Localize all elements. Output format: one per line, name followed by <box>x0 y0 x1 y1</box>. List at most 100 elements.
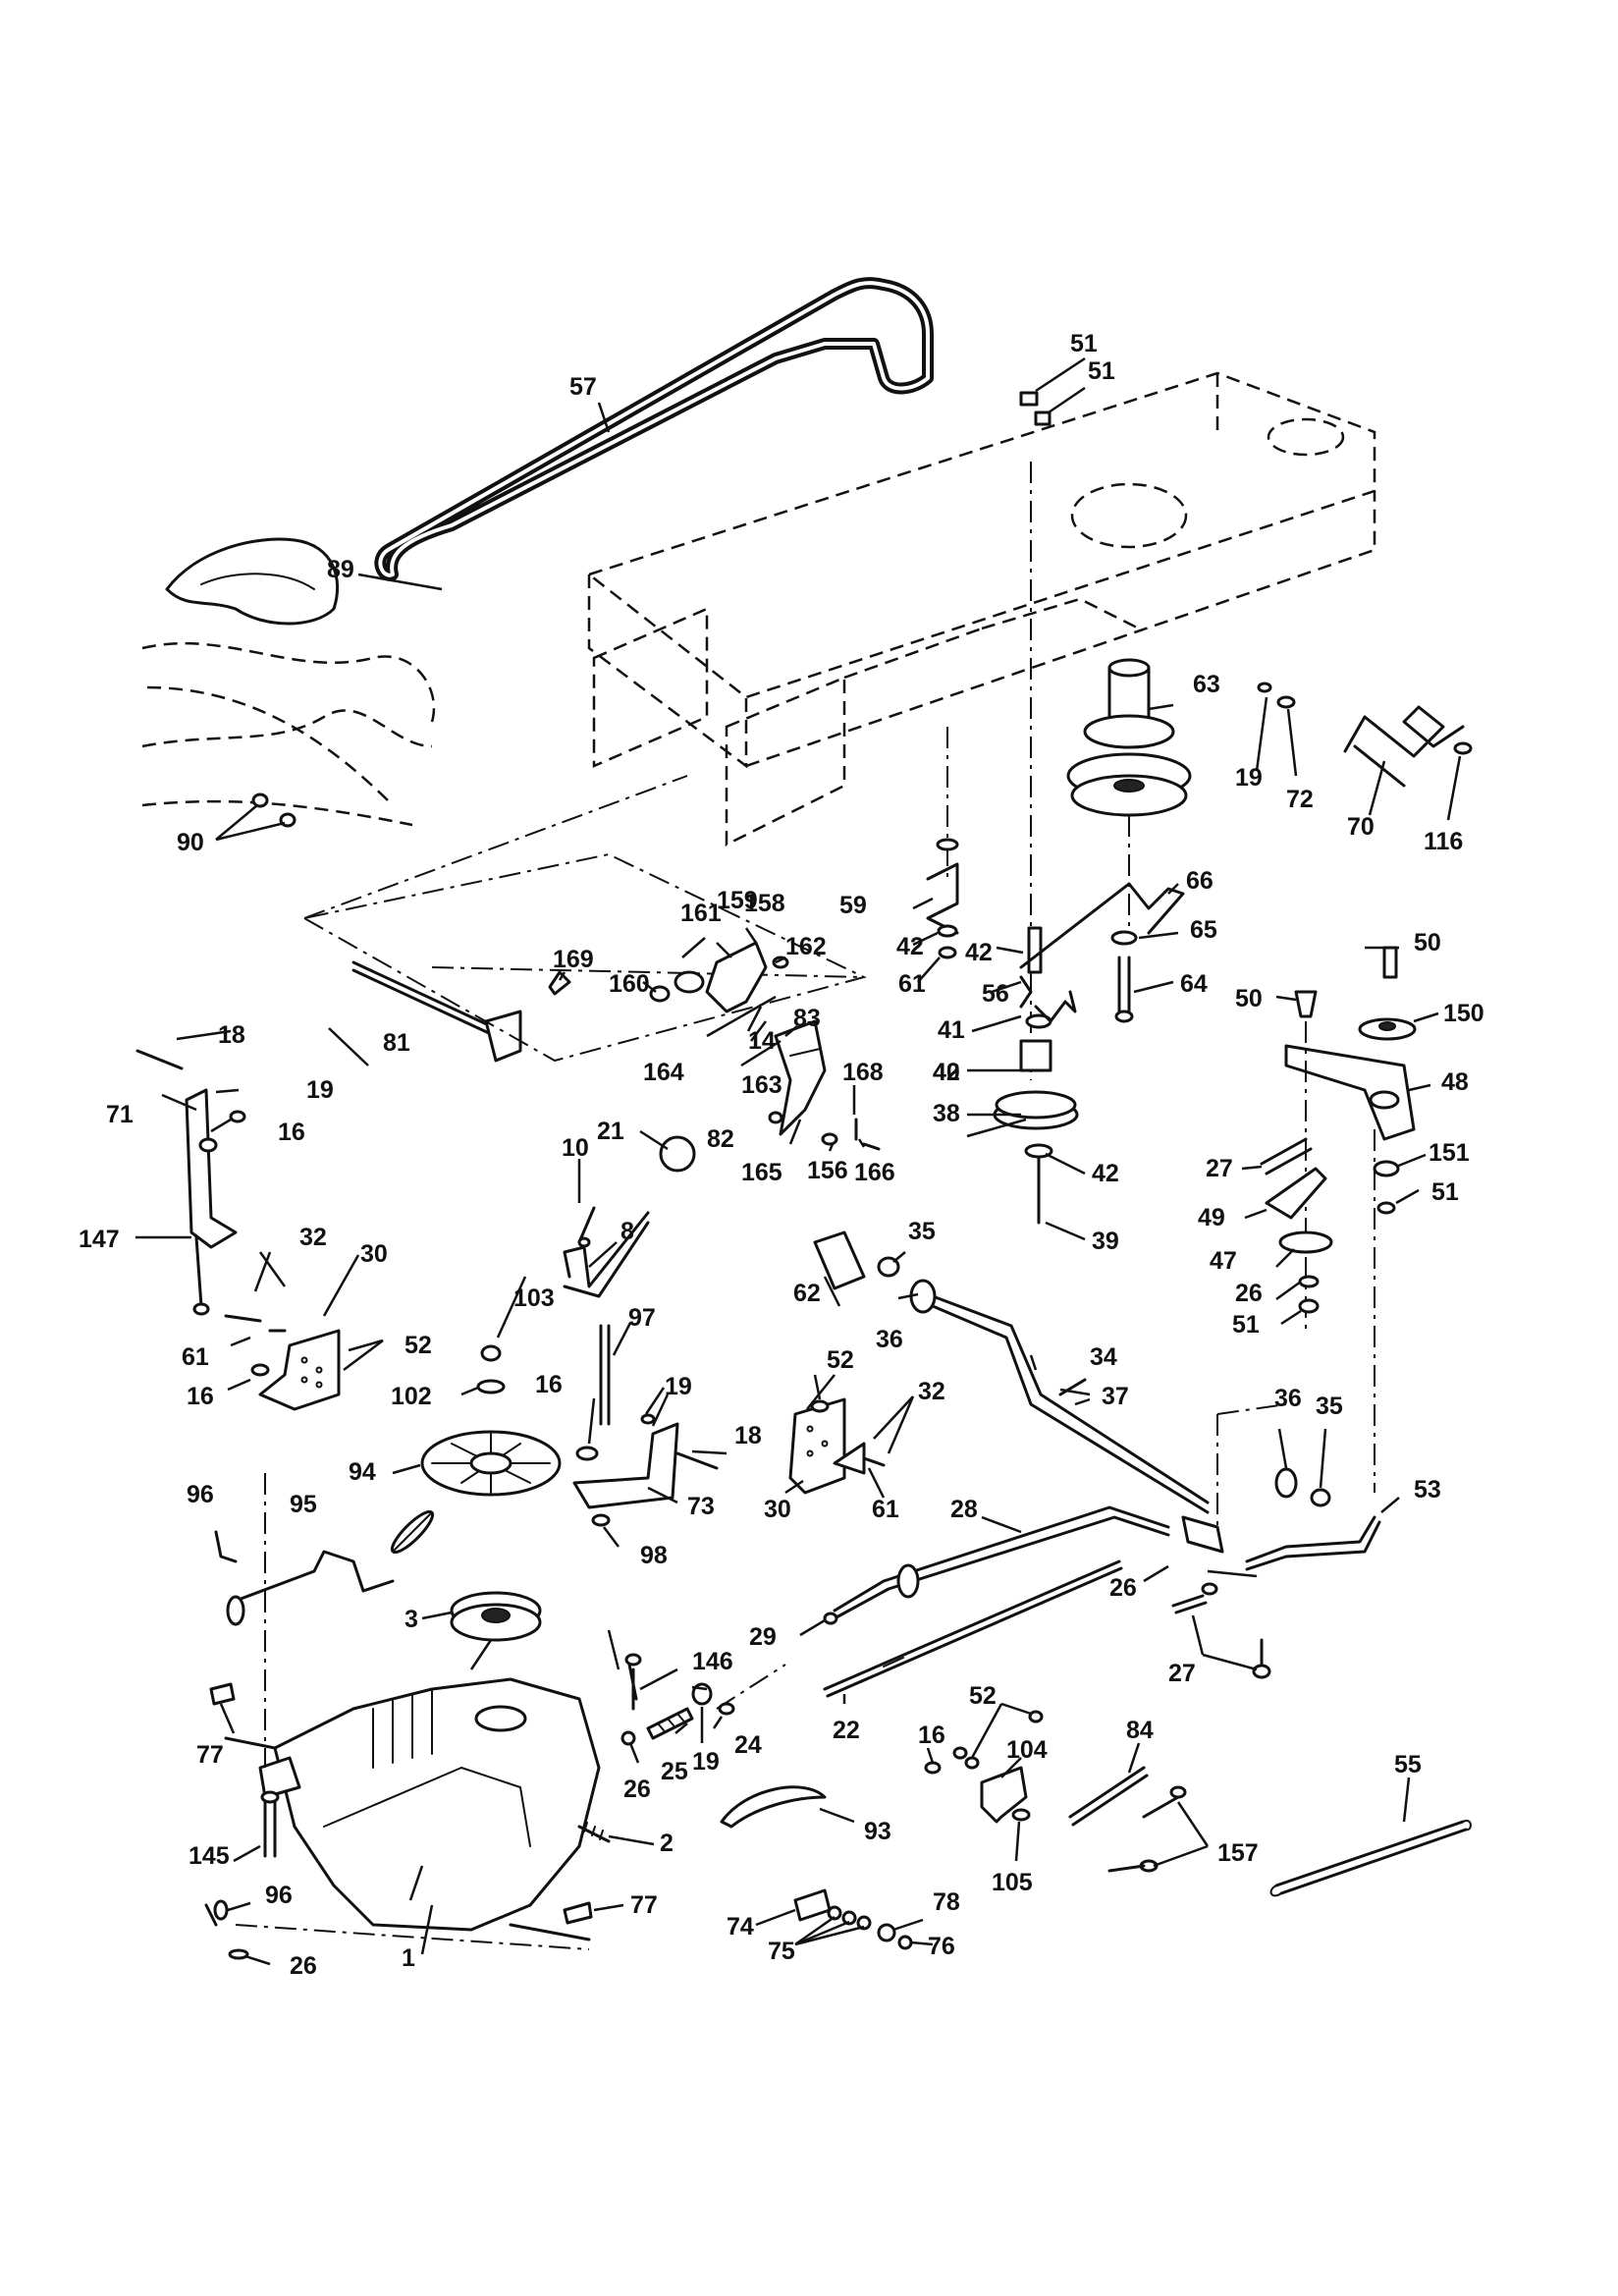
callout-157: 157 <box>1217 1839 1259 1867</box>
callout-65: 65 <box>1190 916 1217 944</box>
callout-72: 72 <box>1286 786 1314 813</box>
callout-71: 71 <box>106 1101 134 1128</box>
callout-61: 61 <box>182 1343 209 1371</box>
callout-83: 83 <box>793 1005 821 1032</box>
callout-19: 19 <box>1235 764 1263 792</box>
pulley-3 <box>450 1591 542 1642</box>
rod-22 <box>716 1559 1123 1710</box>
callout-42: 42 <box>896 933 924 960</box>
pins-96 <box>204 1530 238 1927</box>
callout-51: 51 <box>1232 1311 1260 1339</box>
hose-93 <box>720 1785 827 1829</box>
rod-95 <box>226 1509 435 1626</box>
callout-169: 169 <box>553 946 594 973</box>
bracket-59 <box>926 838 959 959</box>
callout-50: 50 <box>1414 929 1441 957</box>
callout-165: 165 <box>741 1159 782 1186</box>
callout-52: 52 <box>827 1346 854 1374</box>
callout-24: 24 <box>734 1731 762 1759</box>
callout-48: 48 <box>1441 1068 1469 1096</box>
callout-32: 32 <box>918 1378 945 1405</box>
nuts-90 <box>251 793 297 828</box>
callout-151: 151 <box>1429 1139 1470 1167</box>
callout-76: 76 <box>928 1933 955 1960</box>
callout-19: 19 <box>306 1076 334 1104</box>
callout-56: 56 <box>982 980 1009 1008</box>
callout-26: 26 <box>623 1776 651 1803</box>
bolt-145 <box>260 1790 280 1858</box>
callout-36: 36 <box>1274 1385 1302 1412</box>
spindle-pulley <box>946 462 1192 1080</box>
keys-77 <box>209 1682 593 1925</box>
callout-40: 40 <box>933 1059 960 1086</box>
callout-35: 35 <box>1316 1393 1343 1420</box>
callout-53: 53 <box>1414 1476 1441 1503</box>
callout-162: 162 <box>785 933 827 960</box>
brake-rod-81 <box>303 775 865 1063</box>
callout-51: 51 <box>1431 1178 1459 1206</box>
callout-164: 164 <box>643 1059 684 1086</box>
callout-61: 61 <box>872 1496 899 1523</box>
callout-25: 25 <box>661 1758 688 1785</box>
callout-16: 16 <box>535 1371 563 1398</box>
callout-41: 41 <box>938 1016 965 1044</box>
callout-95: 95 <box>290 1491 317 1518</box>
callout-89: 89 <box>327 556 354 583</box>
callout-27: 27 <box>1206 1155 1233 1182</box>
callout-26: 26 <box>1109 1574 1137 1602</box>
callout-166: 166 <box>854 1159 895 1186</box>
callout-75: 75 <box>768 1938 795 1965</box>
callout-163: 163 <box>741 1071 782 1099</box>
bushing-74 <box>793 1888 913 1950</box>
callout-146: 146 <box>692 1648 733 1675</box>
drive-belt <box>374 277 934 581</box>
callout-30: 30 <box>764 1496 791 1523</box>
callout-77: 77 <box>630 1891 658 1919</box>
callout-27: 27 <box>1168 1660 1196 1687</box>
spring-55 <box>1269 1820 1472 1897</box>
callout-158: 158 <box>744 890 785 917</box>
leader-lines <box>135 356 1462 1966</box>
callout-97: 97 <box>628 1304 656 1332</box>
callout-3: 3 <box>404 1606 418 1633</box>
callout-38: 38 <box>933 1100 960 1127</box>
callout-78: 78 <box>933 1888 960 1916</box>
callout-labels: 1 2 3 8 10 14 16 16 16 16 18 18 19 19 19… <box>79 330 1484 1980</box>
callout-90: 90 <box>177 829 204 856</box>
brake-arm-165 <box>768 1019 881 1151</box>
callout-63: 63 <box>1193 671 1220 698</box>
callout-19: 19 <box>692 1748 720 1776</box>
callout-22: 22 <box>833 1717 860 1744</box>
rod-34 <box>931 1294 1224 1554</box>
callout-21: 21 <box>597 1118 624 1145</box>
callout-16: 16 <box>187 1383 214 1410</box>
callout-70: 70 <box>1347 813 1375 841</box>
callout-94: 94 <box>349 1458 376 1486</box>
idler-stack <box>993 926 1079 1225</box>
callout-32: 32 <box>299 1224 327 1251</box>
callout-39: 39 <box>1092 1228 1119 1255</box>
callout-66: 66 <box>1186 867 1214 895</box>
callout-51: 51 <box>1088 357 1115 385</box>
bolt-27-lower <box>1171 1582 1271 1679</box>
callout-150: 150 <box>1443 1000 1484 1027</box>
bracket-73 <box>572 1324 719 1527</box>
rod-28 <box>823 1505 1170 1625</box>
spring-2 <box>577 1822 611 1843</box>
spring-25 <box>620 1653 735 1746</box>
callout-18: 18 <box>218 1021 245 1049</box>
shift-lever-8 <box>563 1135 696 1298</box>
hood-outline <box>141 641 436 827</box>
callout-55: 55 <box>1394 1751 1422 1778</box>
callout-105: 105 <box>992 1869 1033 1896</box>
callout-16: 16 <box>278 1119 305 1146</box>
washer-26-bottom <box>228 1948 249 1960</box>
callout-2: 2 <box>660 1830 674 1857</box>
callout-29: 29 <box>749 1623 777 1651</box>
callout-98: 98 <box>640 1542 668 1569</box>
callout-96: 96 <box>187 1481 214 1508</box>
callout-51: 51 <box>1070 330 1098 357</box>
transaxle-1 <box>224 1473 601 1950</box>
callout-57: 57 <box>569 373 597 401</box>
idler-arm <box>1019 882 1185 1023</box>
